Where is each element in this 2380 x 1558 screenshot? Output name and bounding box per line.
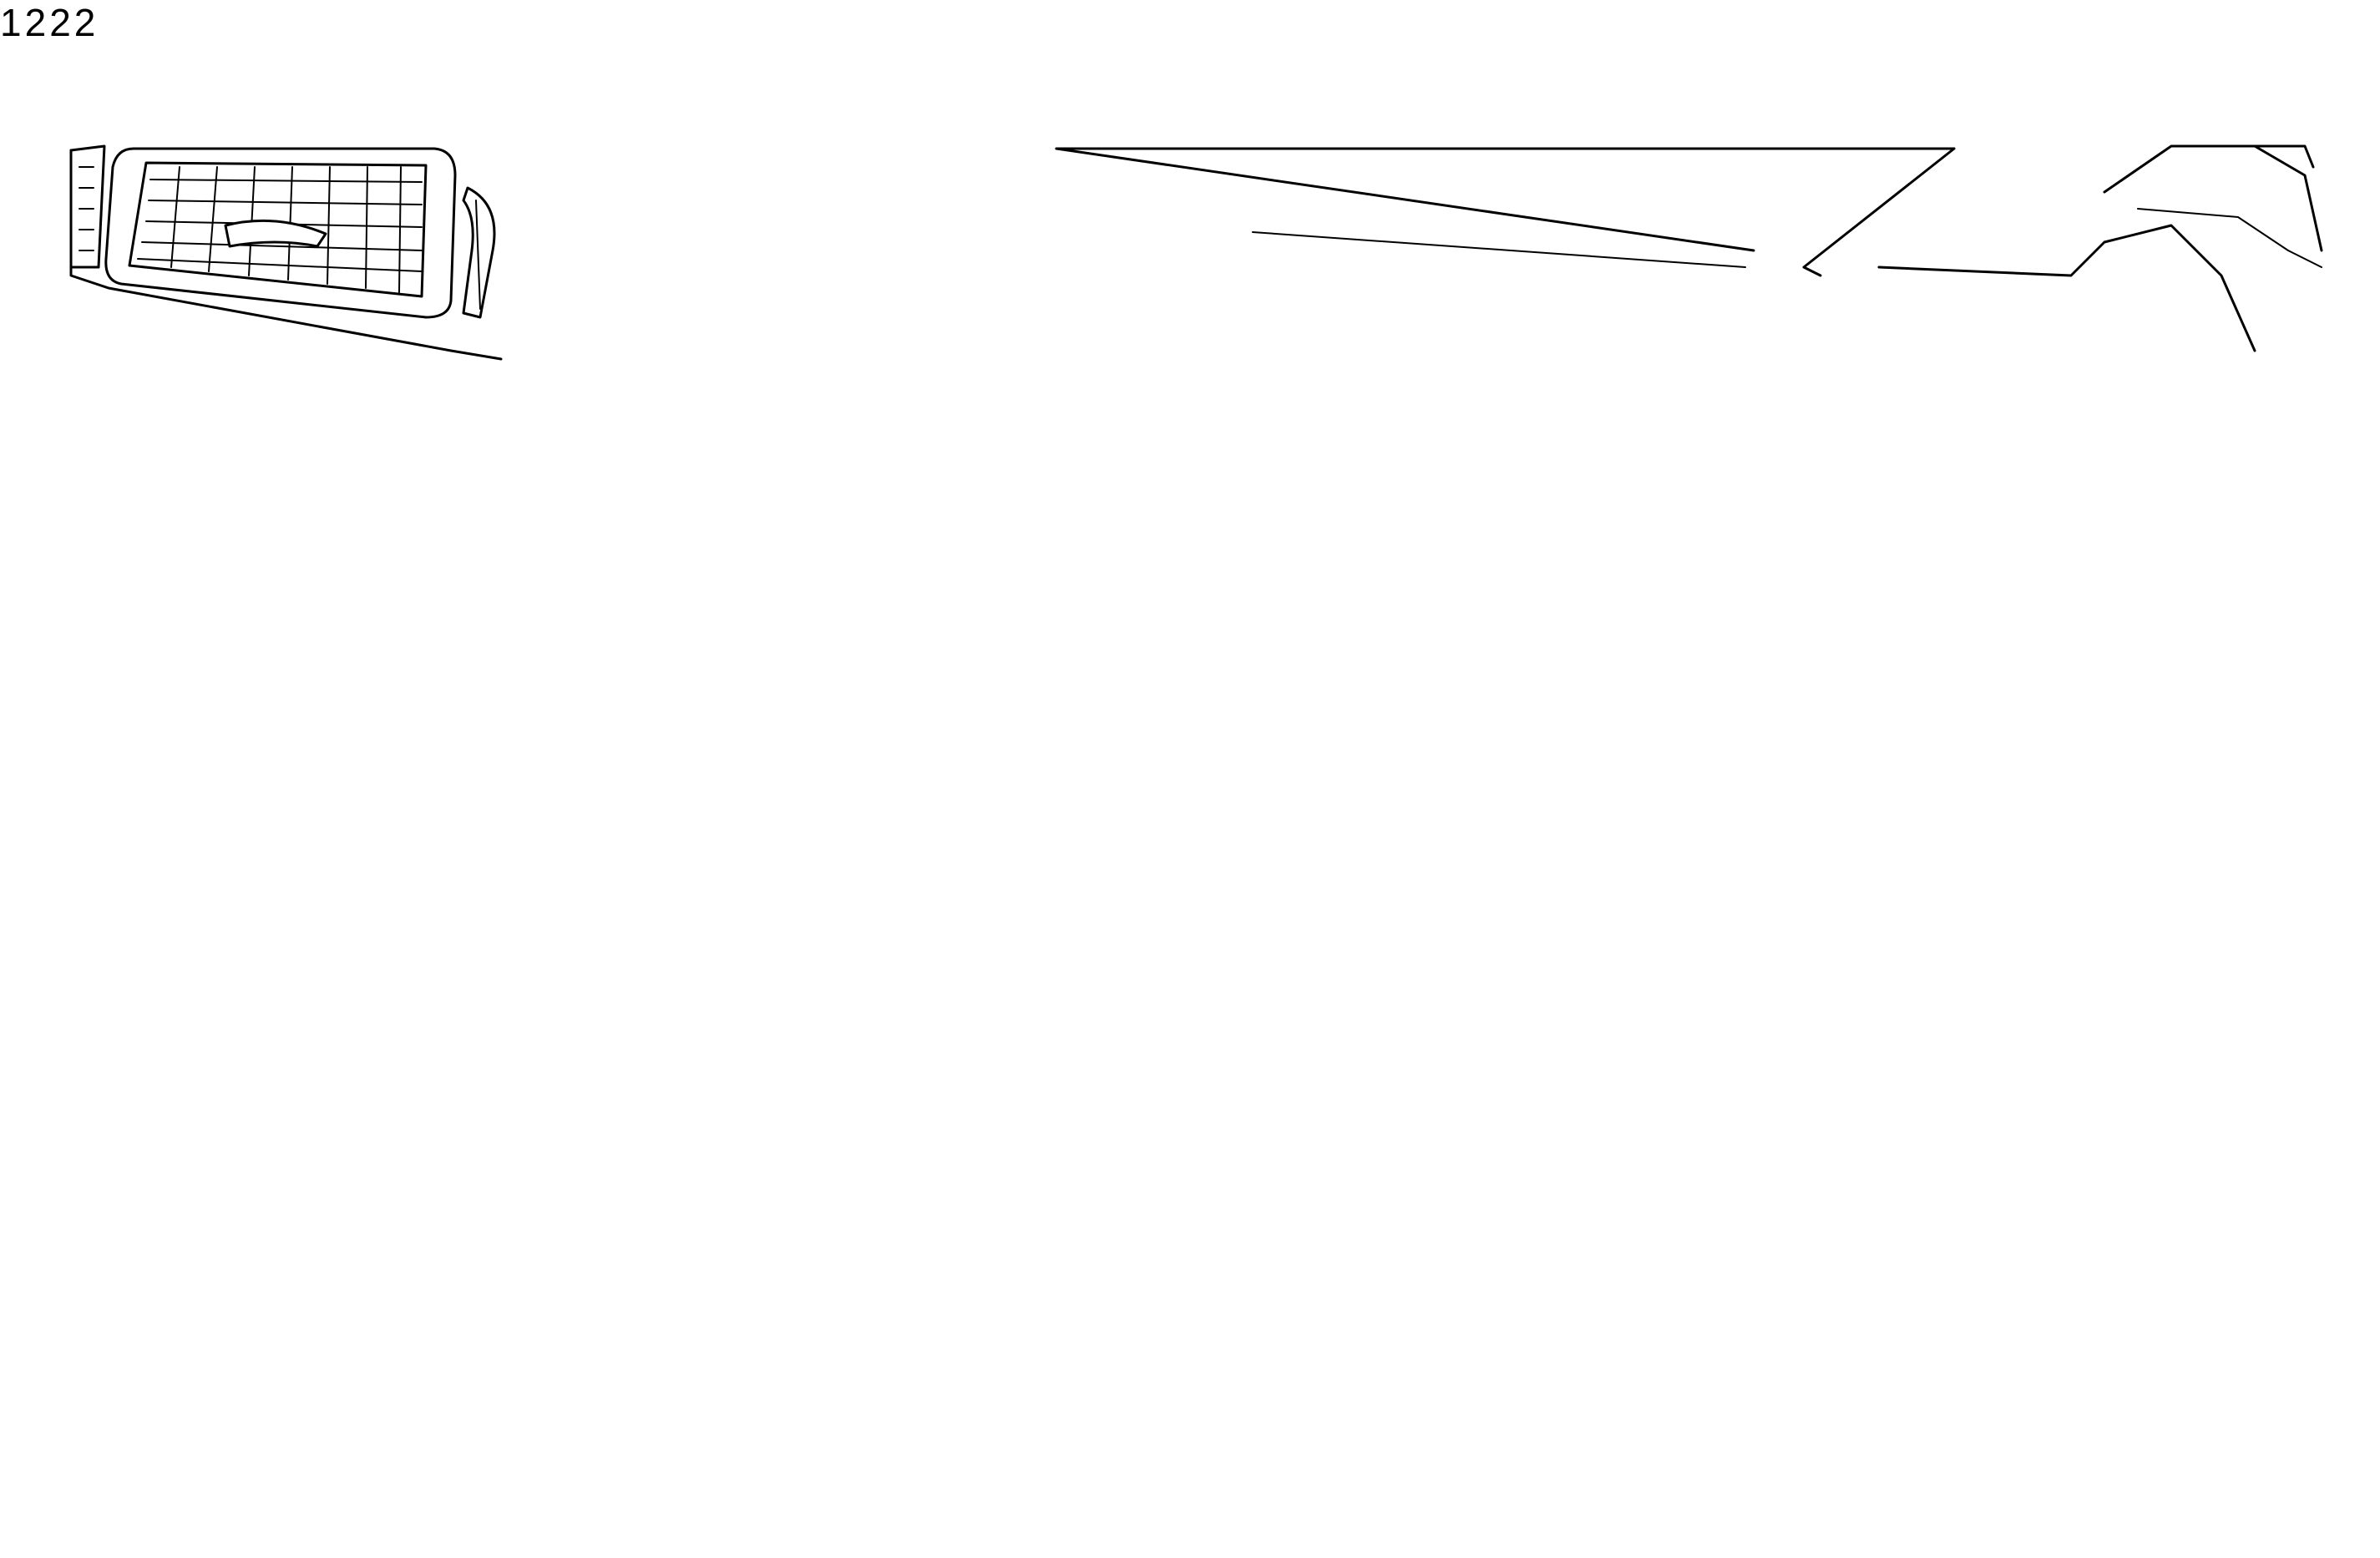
callout-1: 1 <box>0 1 25 44</box>
callout-2-center: 2 <box>49 1 74 44</box>
dash-top <box>69 144 2323 361</box>
callout-2-left: 2 <box>25 1 50 44</box>
far-left-vent-edge <box>69 144 106 269</box>
callout-label-2-center: 2 <box>49 1 71 44</box>
callout-label-2-right: 2 <box>73 1 96 44</box>
left-air-vent <box>104 147 496 319</box>
callout-label-2-left: 2 <box>24 1 47 44</box>
callout-label-1: 1 <box>0 1 22 44</box>
callout-2-right: 2 <box>74 1 96 44</box>
